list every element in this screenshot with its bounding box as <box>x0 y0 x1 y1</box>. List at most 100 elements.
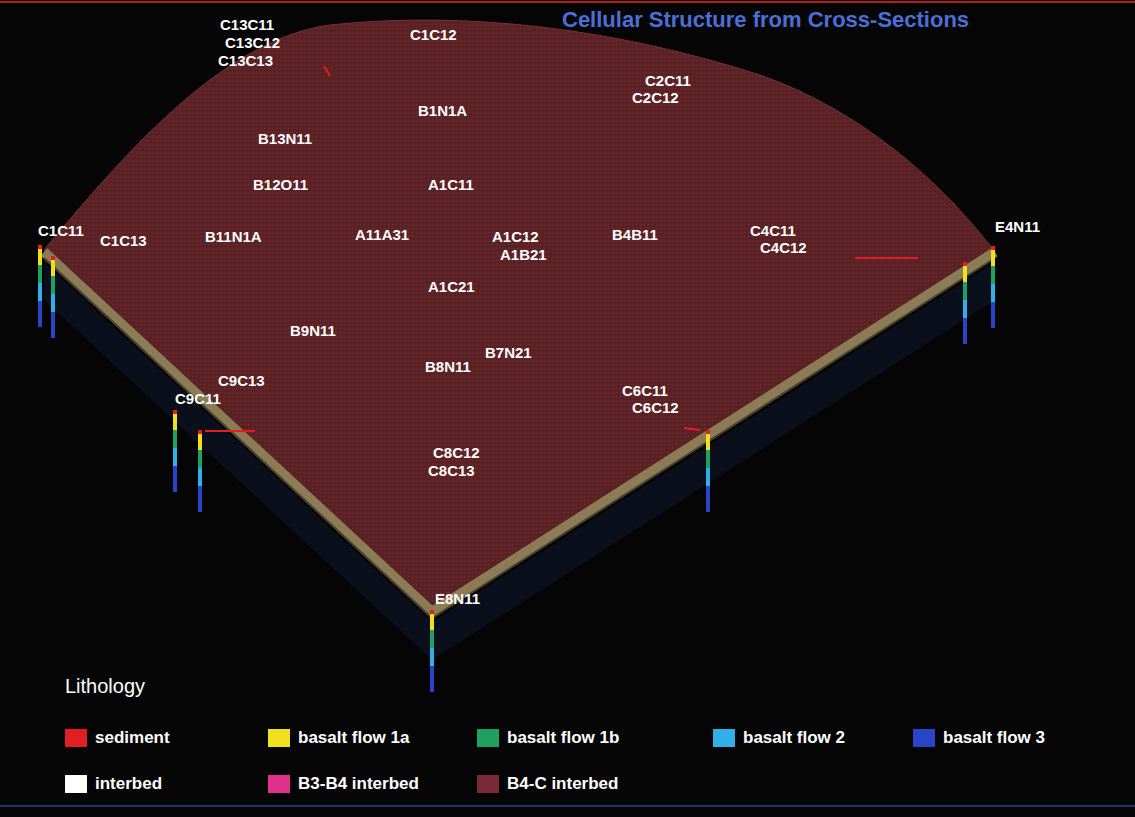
well-label: C8C12 <box>433 444 480 461</box>
well-segment <box>430 666 434 692</box>
well-segment <box>51 312 55 338</box>
well-label-block: E8N11 <box>435 590 480 608</box>
well-segment <box>198 434 202 450</box>
well-segment <box>706 434 710 450</box>
well-label: A1B21 <box>500 246 547 263</box>
well-label: C2C12 <box>632 89 679 106</box>
well-label-block: C9C11 <box>175 390 221 408</box>
well-segment <box>173 410 177 414</box>
well-segment <box>430 610 434 614</box>
well-label-block: C13C13 <box>218 52 273 70</box>
well-label-block: C4C11 <box>750 222 796 240</box>
well-label-block: C1C12 <box>410 26 457 44</box>
well-segment <box>706 450 710 468</box>
well-segment <box>38 283 42 301</box>
well-label-block: B7N21 <box>485 344 532 362</box>
well-segment <box>198 468 202 486</box>
well-label-block: B8N11 <box>425 358 471 376</box>
legend-swatch <box>713 729 735 747</box>
well-label: A1C12 <box>492 228 539 245</box>
well-label: A1C21 <box>428 278 475 295</box>
legend-text: B3-B4 interbed <box>298 774 419 794</box>
well-segment <box>706 486 710 512</box>
well-segment <box>991 250 995 266</box>
well-segment <box>51 294 55 312</box>
legend-text: basalt flow 3 <box>943 728 1045 748</box>
well-segment <box>706 468 710 486</box>
well-label: Lithology <box>65 675 145 697</box>
legend-item: B4-C interbed <box>477 774 618 794</box>
well-label: A11A31 <box>355 226 409 243</box>
well-label-block: C1C13 <box>100 232 147 250</box>
well-segment <box>38 249 42 265</box>
legend-item: basalt flow 3 <box>913 728 1045 748</box>
legend-swatch <box>65 729 87 747</box>
well-segment <box>963 266 967 282</box>
well-segment <box>991 266 995 284</box>
well-segment <box>991 284 995 302</box>
well-segment <box>430 648 434 666</box>
legend-swatch <box>913 729 935 747</box>
well-label-block: C13C12 <box>225 34 280 52</box>
legend-item: interbed <box>65 774 162 794</box>
title: Cellular Structure from Cross-Sections <box>562 7 969 32</box>
well-label: B9N11 <box>290 322 336 339</box>
well-segment <box>173 466 177 492</box>
well-label: B1N1A <box>418 102 467 119</box>
well-segment <box>963 282 967 300</box>
well-label: C1C11 <box>38 222 84 239</box>
well-segment <box>963 262 967 266</box>
well-label: B13N11 <box>258 130 312 147</box>
well-segment <box>51 276 55 294</box>
legend-item: sediment <box>65 728 170 748</box>
well-segment <box>991 302 995 328</box>
well-label: C6C12 <box>632 399 679 416</box>
legend-item: basalt flow 1b <box>477 728 619 748</box>
well-segment <box>38 301 42 327</box>
well-label-block: A1B21 <box>500 246 547 264</box>
well-label-block: B13N11 <box>258 130 312 148</box>
well-label: C1C13 <box>100 232 147 249</box>
well-segment <box>38 245 42 249</box>
well-label: C1C12 <box>410 26 457 43</box>
well-label: C2C11 <box>645 72 691 89</box>
well-label: B11N1A <box>205 228 262 245</box>
well-label-block: C8C13 <box>428 462 475 480</box>
legend-text: interbed <box>95 774 162 794</box>
well-segment <box>51 260 55 276</box>
well-label-block: A1C11 <box>428 176 474 194</box>
well-label: C8C13 <box>428 462 475 479</box>
well-segment <box>963 318 967 344</box>
well-segment <box>430 614 434 630</box>
well-label-block: B11N1A <box>205 228 262 246</box>
well-label-block: C6C11 <box>622 382 668 400</box>
well-label-block: B9N11 <box>290 322 336 340</box>
legend-item: basalt flow 2 <box>713 728 845 748</box>
well-label-block: Lithology <box>65 678 145 697</box>
legend-swatch <box>477 775 499 793</box>
well-label: C13C12 <box>225 34 280 51</box>
well-label-block: A11A31 <box>355 226 409 244</box>
well-label-block: C6C12 <box>632 399 679 417</box>
well-label: B7N21 <box>485 344 532 361</box>
well-label: C13C13 <box>218 52 273 69</box>
legend-text: basalt flow 2 <box>743 728 845 748</box>
well-label-block: E4N11 <box>995 218 1040 236</box>
well-label: E4N11 <box>995 218 1040 235</box>
well-segment <box>991 246 995 250</box>
well-label-block: C13C11 <box>220 16 274 34</box>
well-label-block: C9C13 <box>218 372 265 390</box>
well-label-block: C2C12 <box>632 89 679 107</box>
legend-text: sediment <box>95 728 170 748</box>
well-segment <box>430 630 434 648</box>
well-label-block: B1N1A <box>418 102 467 120</box>
well-segment <box>173 430 177 448</box>
well-label-block: A1C12 <box>492 228 539 246</box>
well-label: B4B11 <box>612 226 658 243</box>
well-label-block: C8C12 <box>433 444 480 462</box>
well-label: C9C11 <box>175 390 221 407</box>
legend-swatch <box>477 729 499 747</box>
well-label-block: B12O11 <box>253 176 308 194</box>
well-label-block: A1C21 <box>428 278 475 296</box>
